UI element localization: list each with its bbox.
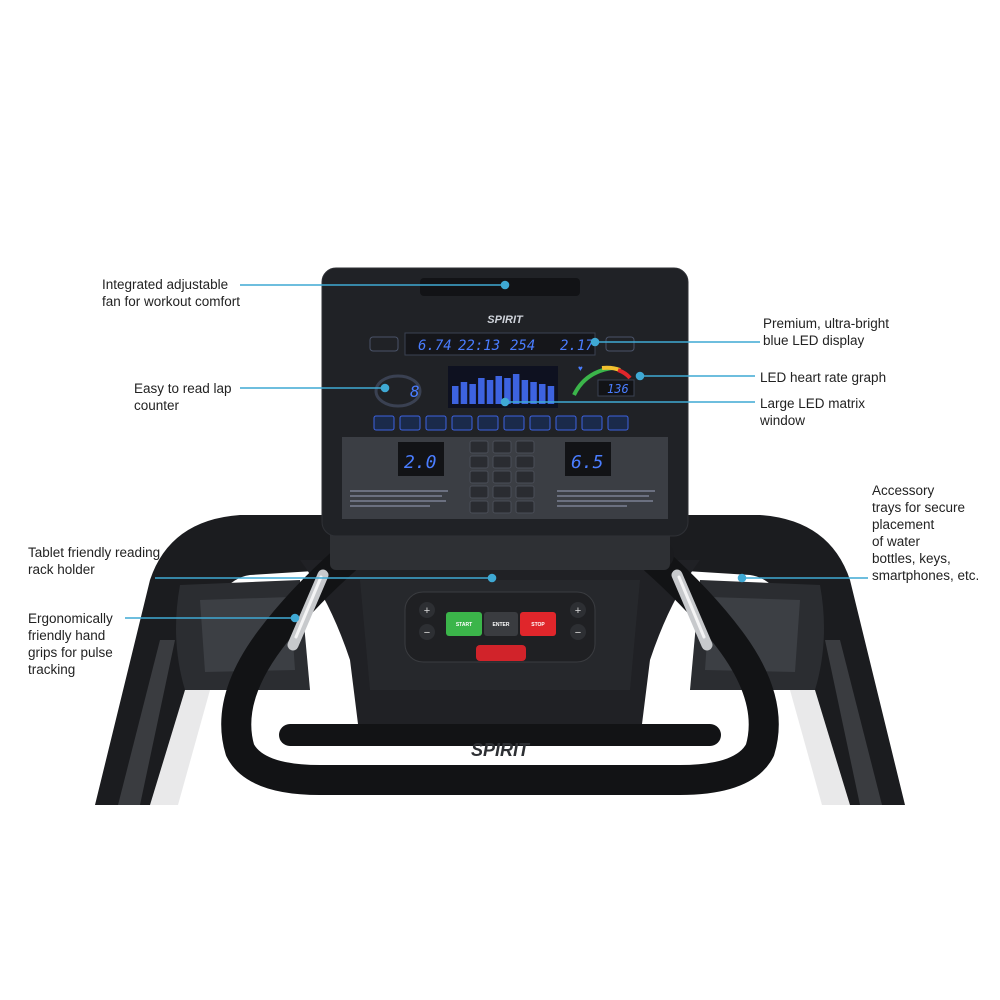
keypad-key[interactable] xyxy=(469,485,489,499)
pulse-grip-right xyxy=(671,569,713,651)
program-button[interactable] xyxy=(477,415,499,431)
base-brand-logo: SPIRIT xyxy=(471,740,531,760)
callout-lines xyxy=(125,280,868,623)
emergency-stop-key[interactable] xyxy=(476,645,526,661)
program-button[interactable] xyxy=(555,415,577,431)
readout-distance: 6.74 xyxy=(418,338,452,354)
tablet-rack-holder xyxy=(330,530,670,570)
warning-text-right xyxy=(557,490,655,507)
stop-button[interactable] xyxy=(520,612,556,636)
start-button[interactable] xyxy=(446,612,482,636)
incline-down-button[interactable]: − xyxy=(424,627,430,639)
matrix-column xyxy=(504,378,511,404)
matrix-column xyxy=(547,386,555,404)
control-pod: + − + − START ENTER STOP xyxy=(404,591,596,663)
start-label: START xyxy=(456,622,472,628)
matrix-column xyxy=(512,374,520,404)
readout-pace: 2.17 xyxy=(560,338,594,354)
lap-count-value: 8 xyxy=(410,382,420,401)
callout-heart-rate-graph: LED heart rate graph xyxy=(760,370,887,385)
callout-led-matrix: Large LED matrix window xyxy=(760,396,866,428)
program-buttons xyxy=(373,415,629,431)
heart-rate-value: 136 xyxy=(607,382,629,396)
matrix-column xyxy=(460,382,468,404)
matrix-column xyxy=(539,384,546,404)
keypad-key[interactable] xyxy=(492,485,512,499)
speed-down-button[interactable]: − xyxy=(575,627,581,639)
keypad-key[interactable] xyxy=(492,440,512,454)
program-button[interactable] xyxy=(373,415,395,431)
matrix-column xyxy=(530,382,537,404)
speed-up-button[interactable]: + xyxy=(575,605,581,617)
incline-display: 2.0 xyxy=(404,452,437,473)
program-button[interactable] xyxy=(451,415,473,431)
program-button[interactable] xyxy=(425,415,447,431)
keypad-key[interactable] xyxy=(515,440,535,454)
callout-tablet-rack: Tablet friendly reading rack holder xyxy=(28,545,161,577)
treadmill-frame xyxy=(95,515,905,805)
program-button[interactable] xyxy=(529,415,551,431)
matrix-column xyxy=(486,380,494,404)
enter-button[interactable] xyxy=(484,612,518,636)
keypad-key[interactable] xyxy=(515,485,535,499)
callout-accessory-trays: Accessory trays for secure placement of … xyxy=(872,483,980,583)
fan-vent[interactable] xyxy=(420,278,580,296)
program-button[interactable] xyxy=(503,415,525,431)
heart-rate-graph: ♥ 136 xyxy=(572,364,635,397)
matrix-column xyxy=(478,378,485,404)
warning-text-left xyxy=(350,490,448,507)
pulse-grip-left xyxy=(287,569,329,651)
lap-counter: 8 xyxy=(374,374,422,408)
callout-lap-counter: Easy to read lap counter xyxy=(134,381,232,413)
keypad-key[interactable] xyxy=(492,455,512,469)
program-button[interactable] xyxy=(399,415,421,431)
numeric-keypad xyxy=(469,440,535,514)
keypad-key[interactable] xyxy=(492,500,512,514)
callout-fan: Integrated adjustable fan for workout co… xyxy=(102,277,241,309)
keypad-key[interactable] xyxy=(515,455,535,469)
matrix-column xyxy=(521,380,529,404)
callout-led-display: Premium, ultra-bright blue LED display xyxy=(763,316,890,348)
program-button[interactable] xyxy=(607,415,629,431)
keypad-key[interactable] xyxy=(469,440,489,454)
matrix-column xyxy=(469,384,476,404)
incline-up-button[interactable]: + xyxy=(424,605,430,617)
console-brand-logo: SPIRIT xyxy=(487,314,524,326)
callout-hand-grips: Ergonomically friendly hand grips for pu… xyxy=(28,611,113,677)
keypad-key[interactable] xyxy=(515,500,535,514)
keypad-key[interactable] xyxy=(492,470,512,484)
matrix-column xyxy=(495,376,502,404)
keypad-key[interactable] xyxy=(469,470,489,484)
stop-label: STOP xyxy=(531,622,545,628)
keypad-key[interactable] xyxy=(469,500,489,514)
handlebar xyxy=(221,545,779,795)
heart-icon: ♥ xyxy=(578,364,583,373)
speed-display: 6.5 xyxy=(571,452,604,473)
enter-label: ENTER xyxy=(493,622,510,628)
keypad-key[interactable] xyxy=(515,470,535,484)
readout-calories: 254 xyxy=(510,338,535,354)
readout-time: 22:13 xyxy=(458,338,500,354)
keypad-key[interactable] xyxy=(469,455,489,469)
program-button[interactable] xyxy=(581,415,603,431)
matrix-column xyxy=(452,386,459,404)
